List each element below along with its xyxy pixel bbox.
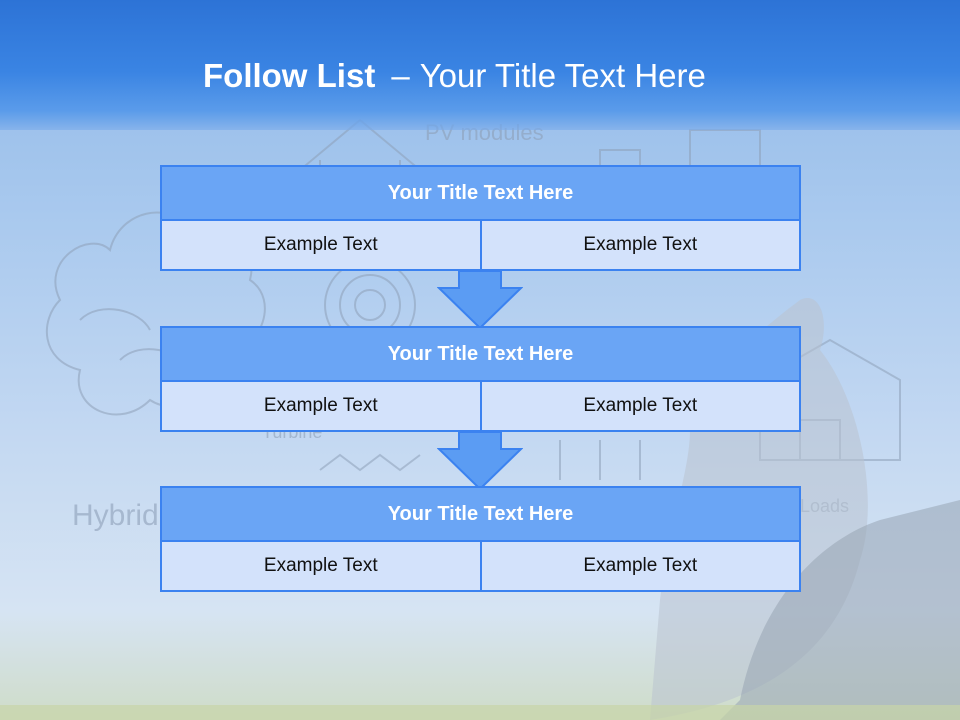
sleeve-silhouette bbox=[720, 500, 960, 720]
block-row: Example Text Example Text bbox=[160, 542, 801, 592]
list-block-2: Your Title Text Here Example Text Exampl… bbox=[160, 326, 801, 432]
down-arrow-icon bbox=[437, 431, 523, 491]
block-row: Example Text Example Text bbox=[160, 382, 801, 432]
title-separator: – bbox=[391, 57, 410, 94]
block-cell-right: Example Text bbox=[481, 542, 801, 592]
block-cell-left: Example Text bbox=[160, 382, 482, 432]
block-title: Your Title Text Here bbox=[160, 165, 801, 221]
block-row: Example Text Example Text bbox=[160, 221, 801, 271]
block-cell-right: Example Text bbox=[481, 382, 801, 432]
block-cell-left: Example Text bbox=[160, 221, 482, 271]
grass-strip bbox=[0, 705, 960, 720]
down-arrow-icon bbox=[437, 270, 523, 330]
page-title: Follow List–Your Title Text Here bbox=[203, 54, 706, 98]
header-bar: Follow List–Your Title Text Here bbox=[0, 0, 960, 130]
block-cell-left: Example Text bbox=[160, 542, 482, 592]
title-rest: Your Title Text Here bbox=[419, 57, 706, 94]
title-bold: Follow List bbox=[203, 57, 376, 94]
list-block-1: Your Title Text Here Example Text Exampl… bbox=[160, 165, 801, 271]
sketch-label-hybrid: Hybrid bbox=[72, 499, 159, 532]
block-cell-right: Example Text bbox=[481, 221, 801, 271]
block-title: Your Title Text Here bbox=[160, 326, 801, 382]
block-title: Your Title Text Here bbox=[160, 486, 801, 542]
list-block-3: Your Title Text Here Example Text Exampl… bbox=[160, 486, 801, 592]
